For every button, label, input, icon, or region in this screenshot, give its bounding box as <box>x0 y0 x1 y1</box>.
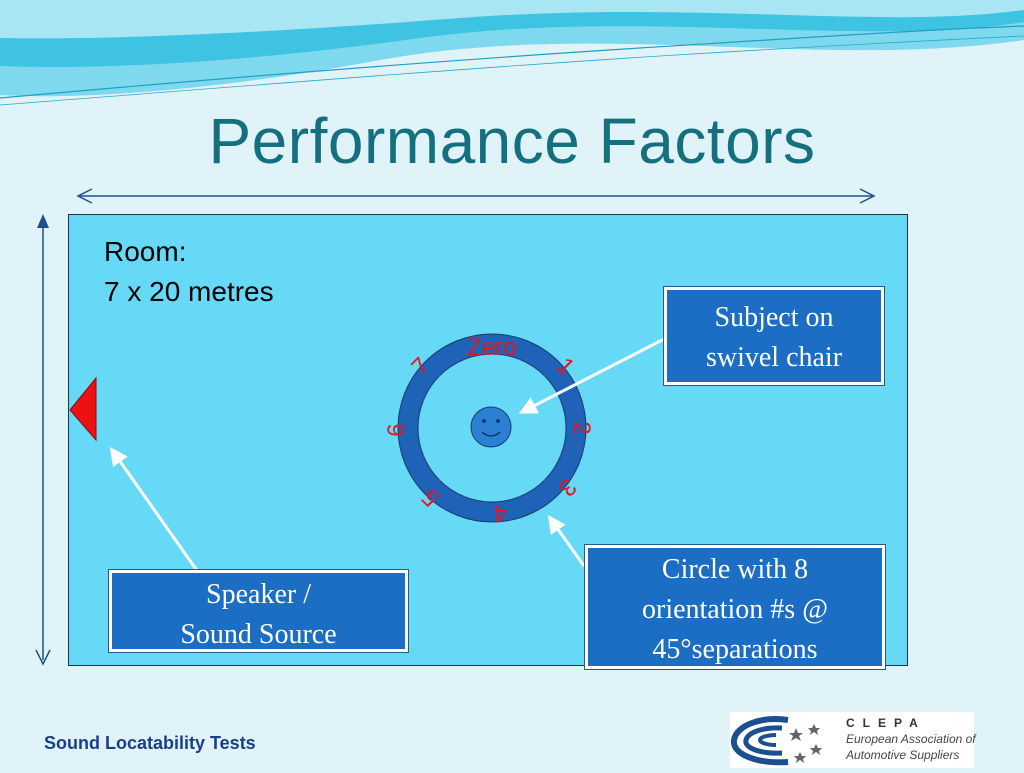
slide-footer: Sound Locatability Tests <box>44 733 256 753</box>
speaker-pointer-arrow <box>109 447 200 573</box>
orientation-label-6: 6 <box>383 423 410 436</box>
circle-pointer-arrow <box>547 515 586 567</box>
orientation-ring-inner-edge <box>417 353 567 503</box>
orientation-label-0: Zero <box>467 334 516 361</box>
clepa-logo: CLEPA European Association of Automotive… <box>730 712 976 768</box>
room-label-title: Room: <box>104 236 187 267</box>
header-waves <box>0 0 1024 106</box>
width-arrow-left <box>76 188 93 204</box>
smiley-face-icon <box>470 406 512 448</box>
room-label: Room: 7 x 20 metres <box>104 232 274 312</box>
speaker-callout-line1: Speaker / <box>206 579 311 610</box>
room-label-size: 7 x 20 metres <box>104 276 274 307</box>
slide-title: Performance Factors <box>208 105 816 177</box>
orientation-label-4: 4 <box>493 500 506 527</box>
subject-callout-line2: swivel chair <box>705 342 843 373</box>
orientation-ring-outer-edge <box>397 333 587 523</box>
triangle-speaker-icon <box>69 376 97 442</box>
circle-callout-line3: 45°separations <box>652 634 818 665</box>
orientation-ring <box>398 334 586 522</box>
height-arrow-top <box>37 214 49 228</box>
speaker-callout: Speaker / Sound Source <box>108 569 409 653</box>
clepa-logo-tagline-1: European Association of <box>846 732 976 746</box>
orientation-label-2: 2 <box>568 421 595 434</box>
clepa-logo-name: CLEPA <box>846 716 926 730</box>
subject-callout-line1: Subject on <box>714 302 834 333</box>
clepa-logo-mark-icon <box>730 716 822 766</box>
subject-pointer-arrow <box>518 335 669 414</box>
clepa-logo-tagline-2: Automotive Suppliers <box>846 748 960 762</box>
circle-callout-line2: orientation #s @ <box>642 594 828 625</box>
height-arrow-bottom <box>35 649 51 666</box>
subject-callout: Subject on swivel chair <box>663 286 885 386</box>
width-arrow-right <box>859 188 876 204</box>
circle-callout: Circle with 8 orientation #s @ 45°separa… <box>584 544 886 670</box>
speaker-callout-line2: Sound Source <box>180 619 337 650</box>
circle-callout-line1: Circle with 8 <box>661 554 809 585</box>
